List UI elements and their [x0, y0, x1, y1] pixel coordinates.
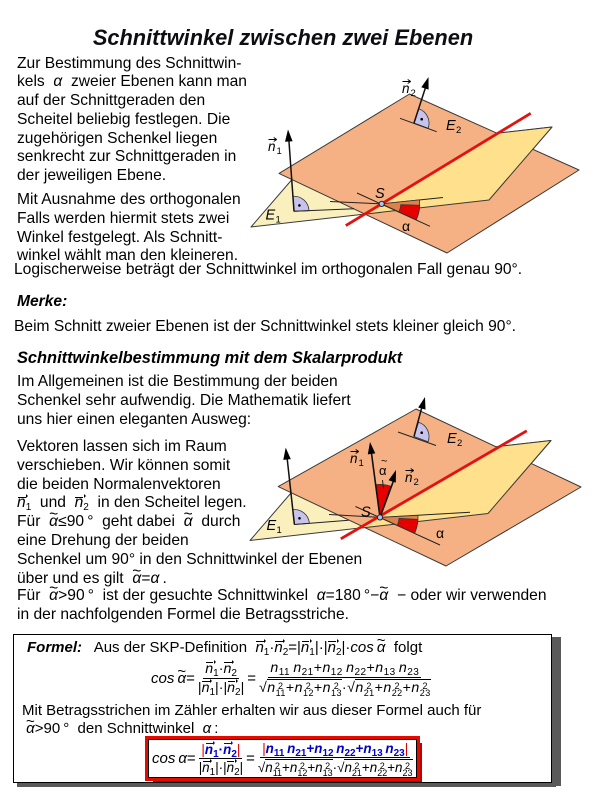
svg-text:E: E: [447, 431, 457, 447]
svg-text:1: 1: [359, 458, 364, 469]
svg-text:S: S: [361, 505, 371, 521]
svg-text:n: n: [268, 139, 276, 154]
svg-text:α: α: [379, 463, 387, 478]
svg-text:2: 2: [414, 477, 419, 488]
svg-text:E: E: [446, 118, 456, 134]
svg-text:n: n: [402, 81, 410, 96]
svg-text:2: 2: [411, 88, 416, 99]
svg-text:α: α: [436, 525, 444, 541]
svg-text:1: 1: [277, 146, 282, 157]
svg-text:~: ~: [381, 456, 387, 468]
svg-text:1: 1: [277, 525, 282, 536]
svg-text:E: E: [266, 208, 276, 224]
svg-text:1: 1: [276, 215, 281, 226]
svg-text:2: 2: [456, 125, 461, 136]
svg-text:n: n: [405, 470, 413, 485]
svg-text:n: n: [350, 451, 358, 466]
svg-text:2: 2: [457, 438, 462, 449]
svg-text:S: S: [375, 186, 385, 202]
svg-text:α: α: [402, 218, 410, 234]
svg-text:E: E: [267, 518, 277, 534]
